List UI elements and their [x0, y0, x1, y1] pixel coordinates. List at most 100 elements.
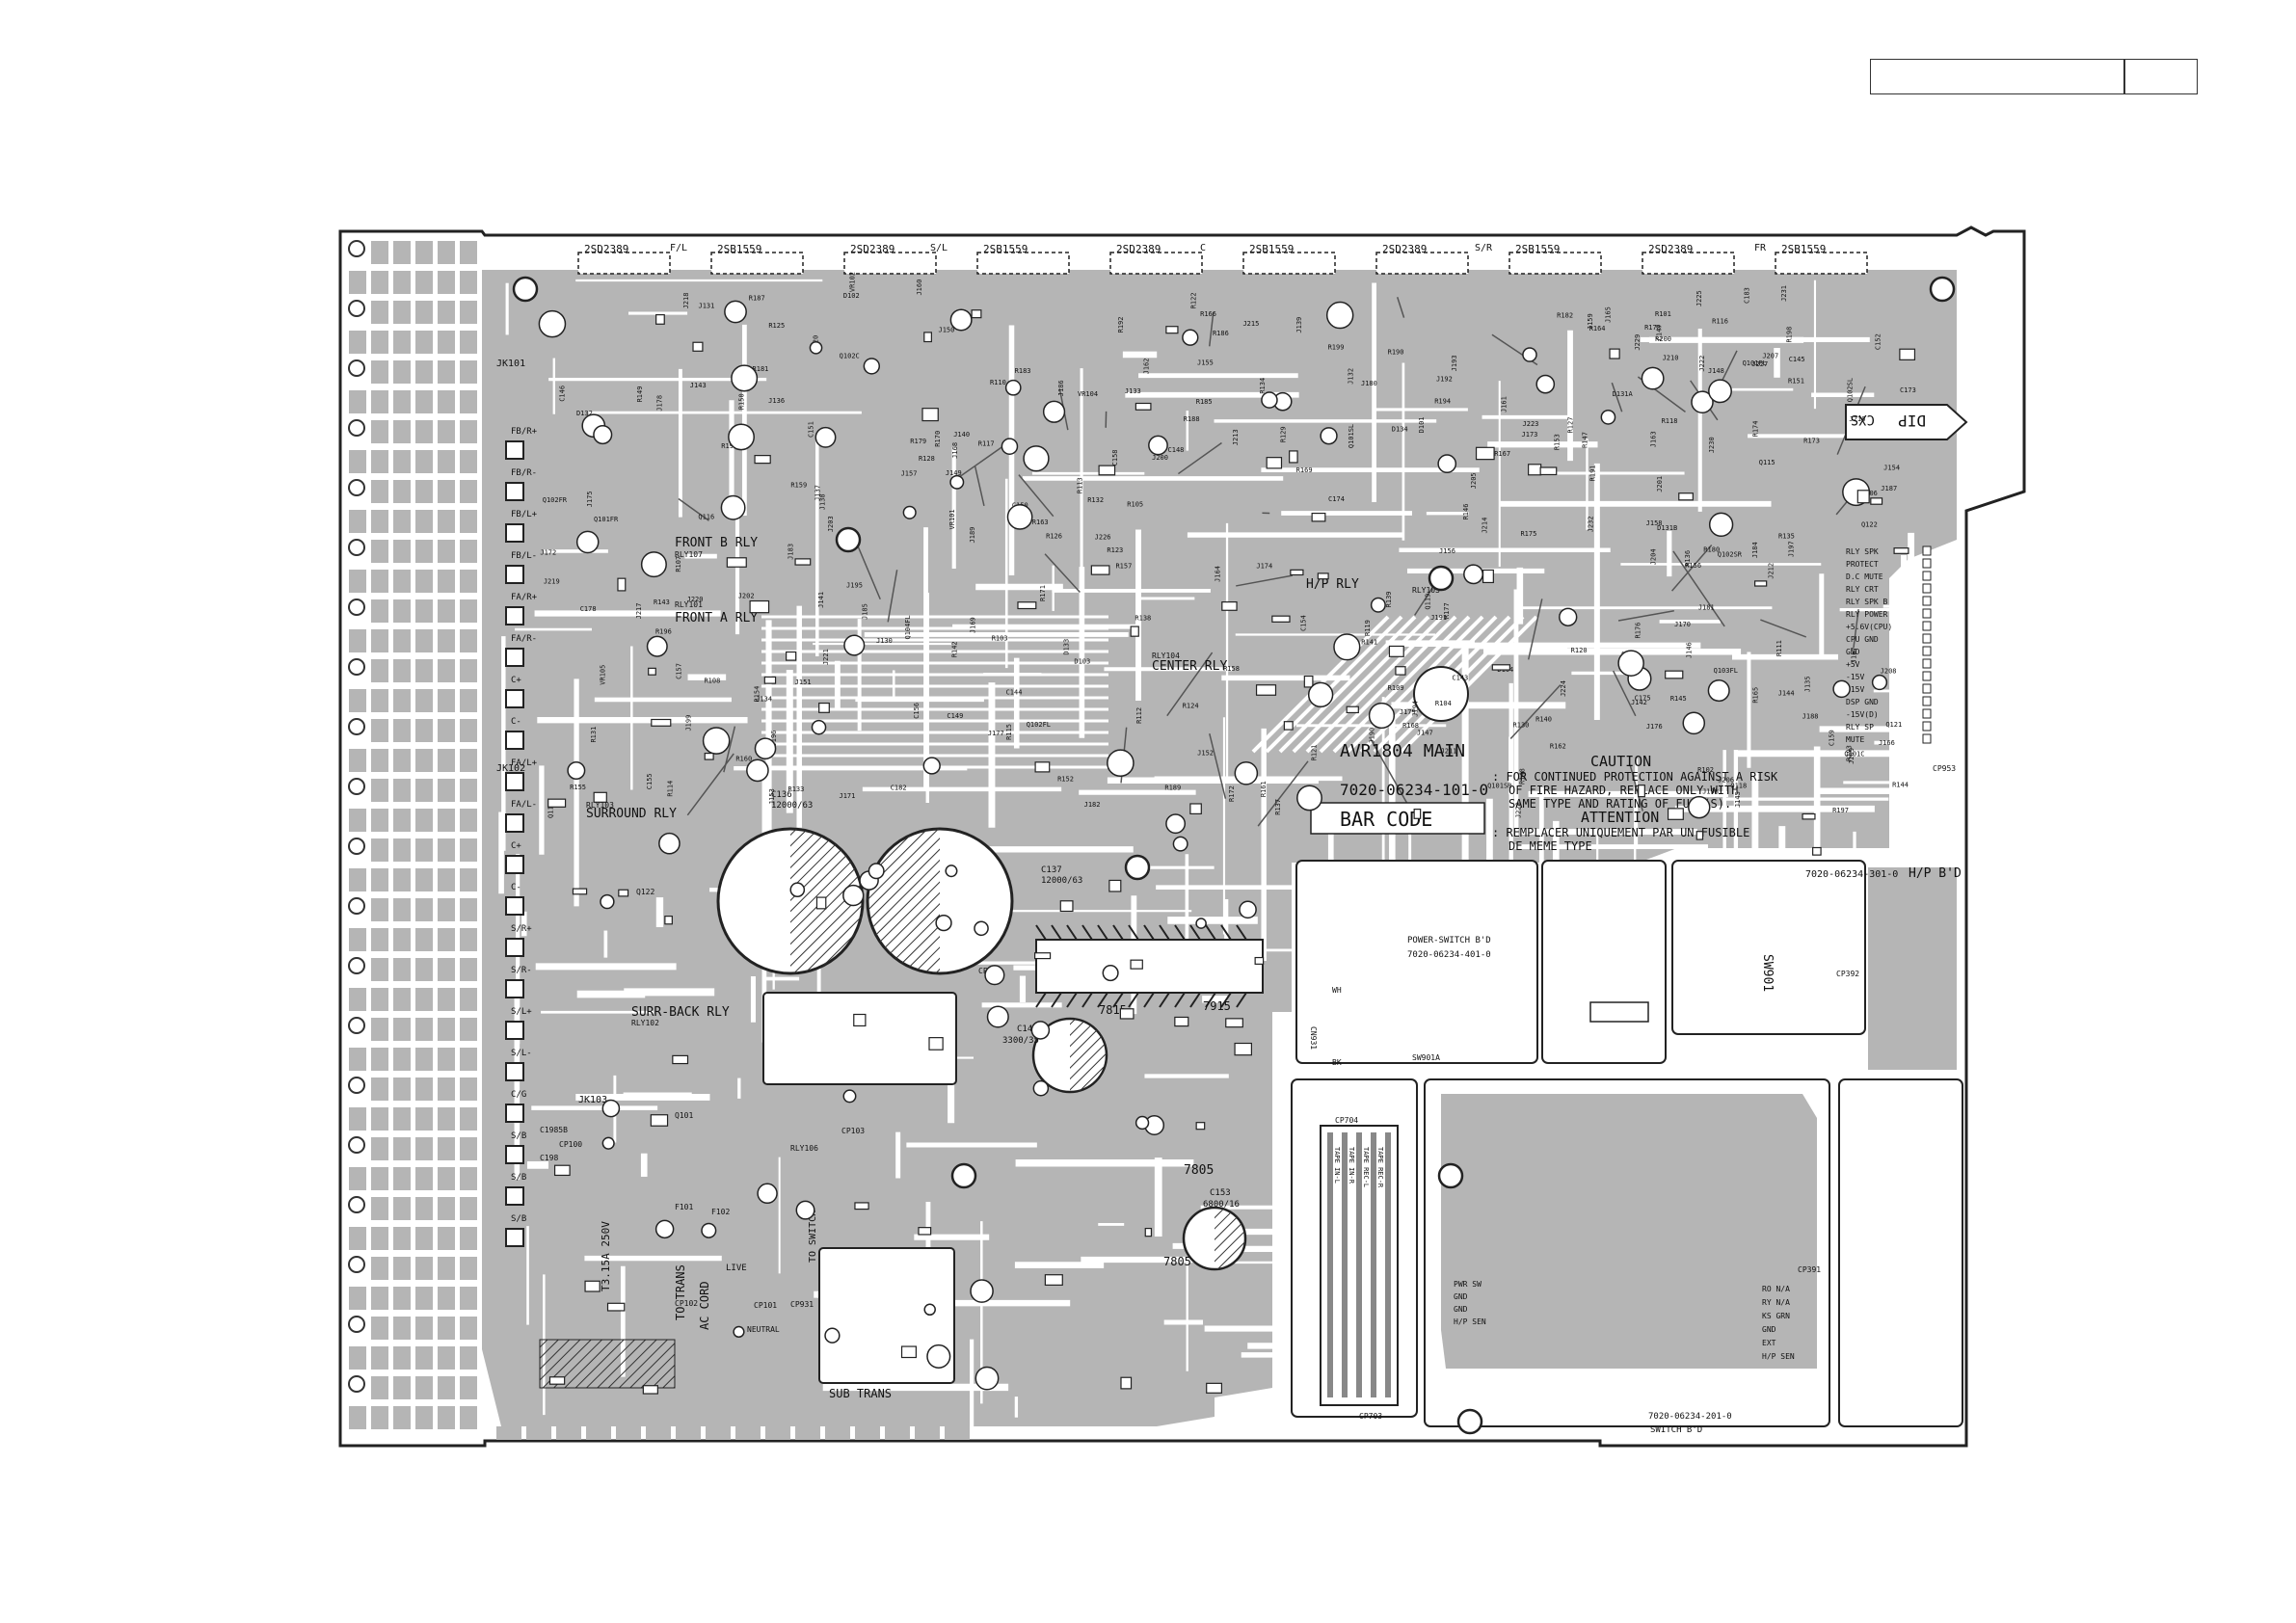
- speaker-terminal: [505, 648, 524, 667]
- speaker-terminal-label: C+: [511, 676, 521, 685]
- component-ref: C144: [1006, 689, 1023, 697]
- component-ref: R146: [1462, 504, 1470, 520]
- component-circle: [640, 551, 667, 578]
- component-ref: R108: [704, 677, 720, 684]
- edge-pad: [460, 480, 477, 503]
- bottom-pad: [885, 1426, 910, 1440]
- edge-pad: [415, 1376, 433, 1399]
- edge-pad: [415, 420, 433, 443]
- component-rect: [618, 889, 629, 897]
- edge-pad: [393, 1227, 411, 1250]
- component-ref: J231: [1780, 285, 1788, 302]
- component-circle: [1320, 427, 1338, 445]
- tape-label: TAPE IN-R: [1348, 1147, 1355, 1184]
- edge-pad: [460, 659, 477, 682]
- transistor-outline: [1642, 252, 1735, 275]
- edge-pad: [460, 1137, 477, 1160]
- component-ref: R122: [1190, 292, 1198, 308]
- edge-pad: [371, 570, 388, 593]
- component-ref: J146: [1685, 642, 1693, 658]
- caution-line2: OF FIRE HAZARD, REPLACE ONLY WITH: [1508, 784, 1738, 797]
- component-ref: R162: [1550, 743, 1566, 751]
- edge-pad: [460, 1287, 477, 1310]
- component-ref: J227: [1751, 360, 1768, 368]
- component-circle: [1234, 761, 1259, 785]
- component-ref: C183: [1743, 287, 1750, 304]
- speaker-terminal: [505, 565, 524, 584]
- caution-title: CAUTION: [1590, 753, 1651, 770]
- component-circle: [1165, 813, 1187, 835]
- edge-pad: [371, 1167, 388, 1190]
- edge-pad: [393, 1257, 411, 1280]
- component-ref: J162: [1143, 359, 1151, 375]
- component-rect: [1189, 803, 1202, 814]
- edge-pad: [393, 928, 411, 951]
- component-ref: J151: [795, 678, 812, 686]
- component-circle: [1107, 749, 1135, 778]
- edge-pad: [371, 659, 388, 682]
- component-ref: R181: [753, 365, 769, 373]
- component-ref: R177: [1443, 602, 1451, 619]
- edge-pad: [393, 1406, 411, 1429]
- component-rect: [1482, 569, 1494, 584]
- component-rect: [655, 314, 665, 325]
- edge-pad: [415, 1346, 433, 1370]
- component-circle: [949, 308, 973, 332]
- component-ref: J213: [1232, 429, 1240, 445]
- edge-pad-hole: [348, 300, 365, 317]
- edge-pad: [415, 1107, 433, 1131]
- edge-pad: [460, 809, 477, 832]
- connector-pin-label: -15V(D): [1846, 710, 1879, 719]
- component-circle: [1708, 512, 1734, 537]
- edge-pad: [438, 1048, 455, 1071]
- component-rect: [1017, 601, 1037, 610]
- component-ref: J160: [916, 279, 923, 296]
- trace: [1319, 615, 1457, 754]
- edge-pad: [438, 629, 455, 652]
- component-rect: [572, 888, 588, 895]
- edge-pad: [371, 689, 388, 712]
- heatsink: [1035, 939, 1264, 994]
- misc-rly105: RLY105: [1412, 586, 1440, 595]
- component-ref: R123: [1107, 546, 1123, 554]
- component-ref: J198: [1702, 787, 1719, 795]
- dip-connector: DIP CXS: [1845, 404, 1968, 440]
- edge-pad: [371, 988, 388, 1011]
- transistor-outline: [1375, 252, 1469, 275]
- speaker-terminal-label: FB/L+: [511, 510, 538, 519]
- component-ref: C145: [1789, 356, 1805, 363]
- dark-trace: [1613, 670, 1637, 717]
- component-ref: J158: [1646, 519, 1663, 527]
- edge-pad: [371, 928, 388, 951]
- edge-pad: [393, 331, 411, 354]
- component-rect: [1695, 831, 1704, 840]
- dark-trace: [1236, 574, 1294, 587]
- component-rect: [1638, 785, 1645, 798]
- component-ref: R119: [1364, 620, 1372, 636]
- component-rect: [1059, 900, 1074, 913]
- bottom-pad: [616, 1426, 641, 1440]
- component-ref: R187: [749, 294, 765, 302]
- component-ref: R174: [1751, 421, 1759, 438]
- component-ref: R104: [1435, 700, 1452, 707]
- component-circle: [1030, 1021, 1051, 1040]
- component-ref: R194: [1434, 398, 1451, 406]
- dark-trace: [1853, 609, 1859, 649]
- component-ref: R157: [1115, 563, 1132, 571]
- edge-pad-hole: [348, 1136, 365, 1154]
- edge-pad: [460, 1048, 477, 1071]
- component-circle: [701, 1222, 717, 1238]
- component-ref: VR102: [848, 272, 856, 292]
- edge-pad: [371, 1317, 388, 1340]
- edge-pad: [415, 360, 433, 384]
- jack-jk102: JK102: [496, 763, 525, 774]
- edge-pad: [393, 480, 411, 503]
- channel-label: C: [1200, 243, 1206, 253]
- component-ref: R172: [1228, 785, 1236, 802]
- component-circle: [1135, 1115, 1150, 1131]
- component-ref: J201: [1656, 476, 1664, 492]
- heatsink-fin: [1066, 924, 1078, 941]
- edge-pad: [371, 360, 388, 384]
